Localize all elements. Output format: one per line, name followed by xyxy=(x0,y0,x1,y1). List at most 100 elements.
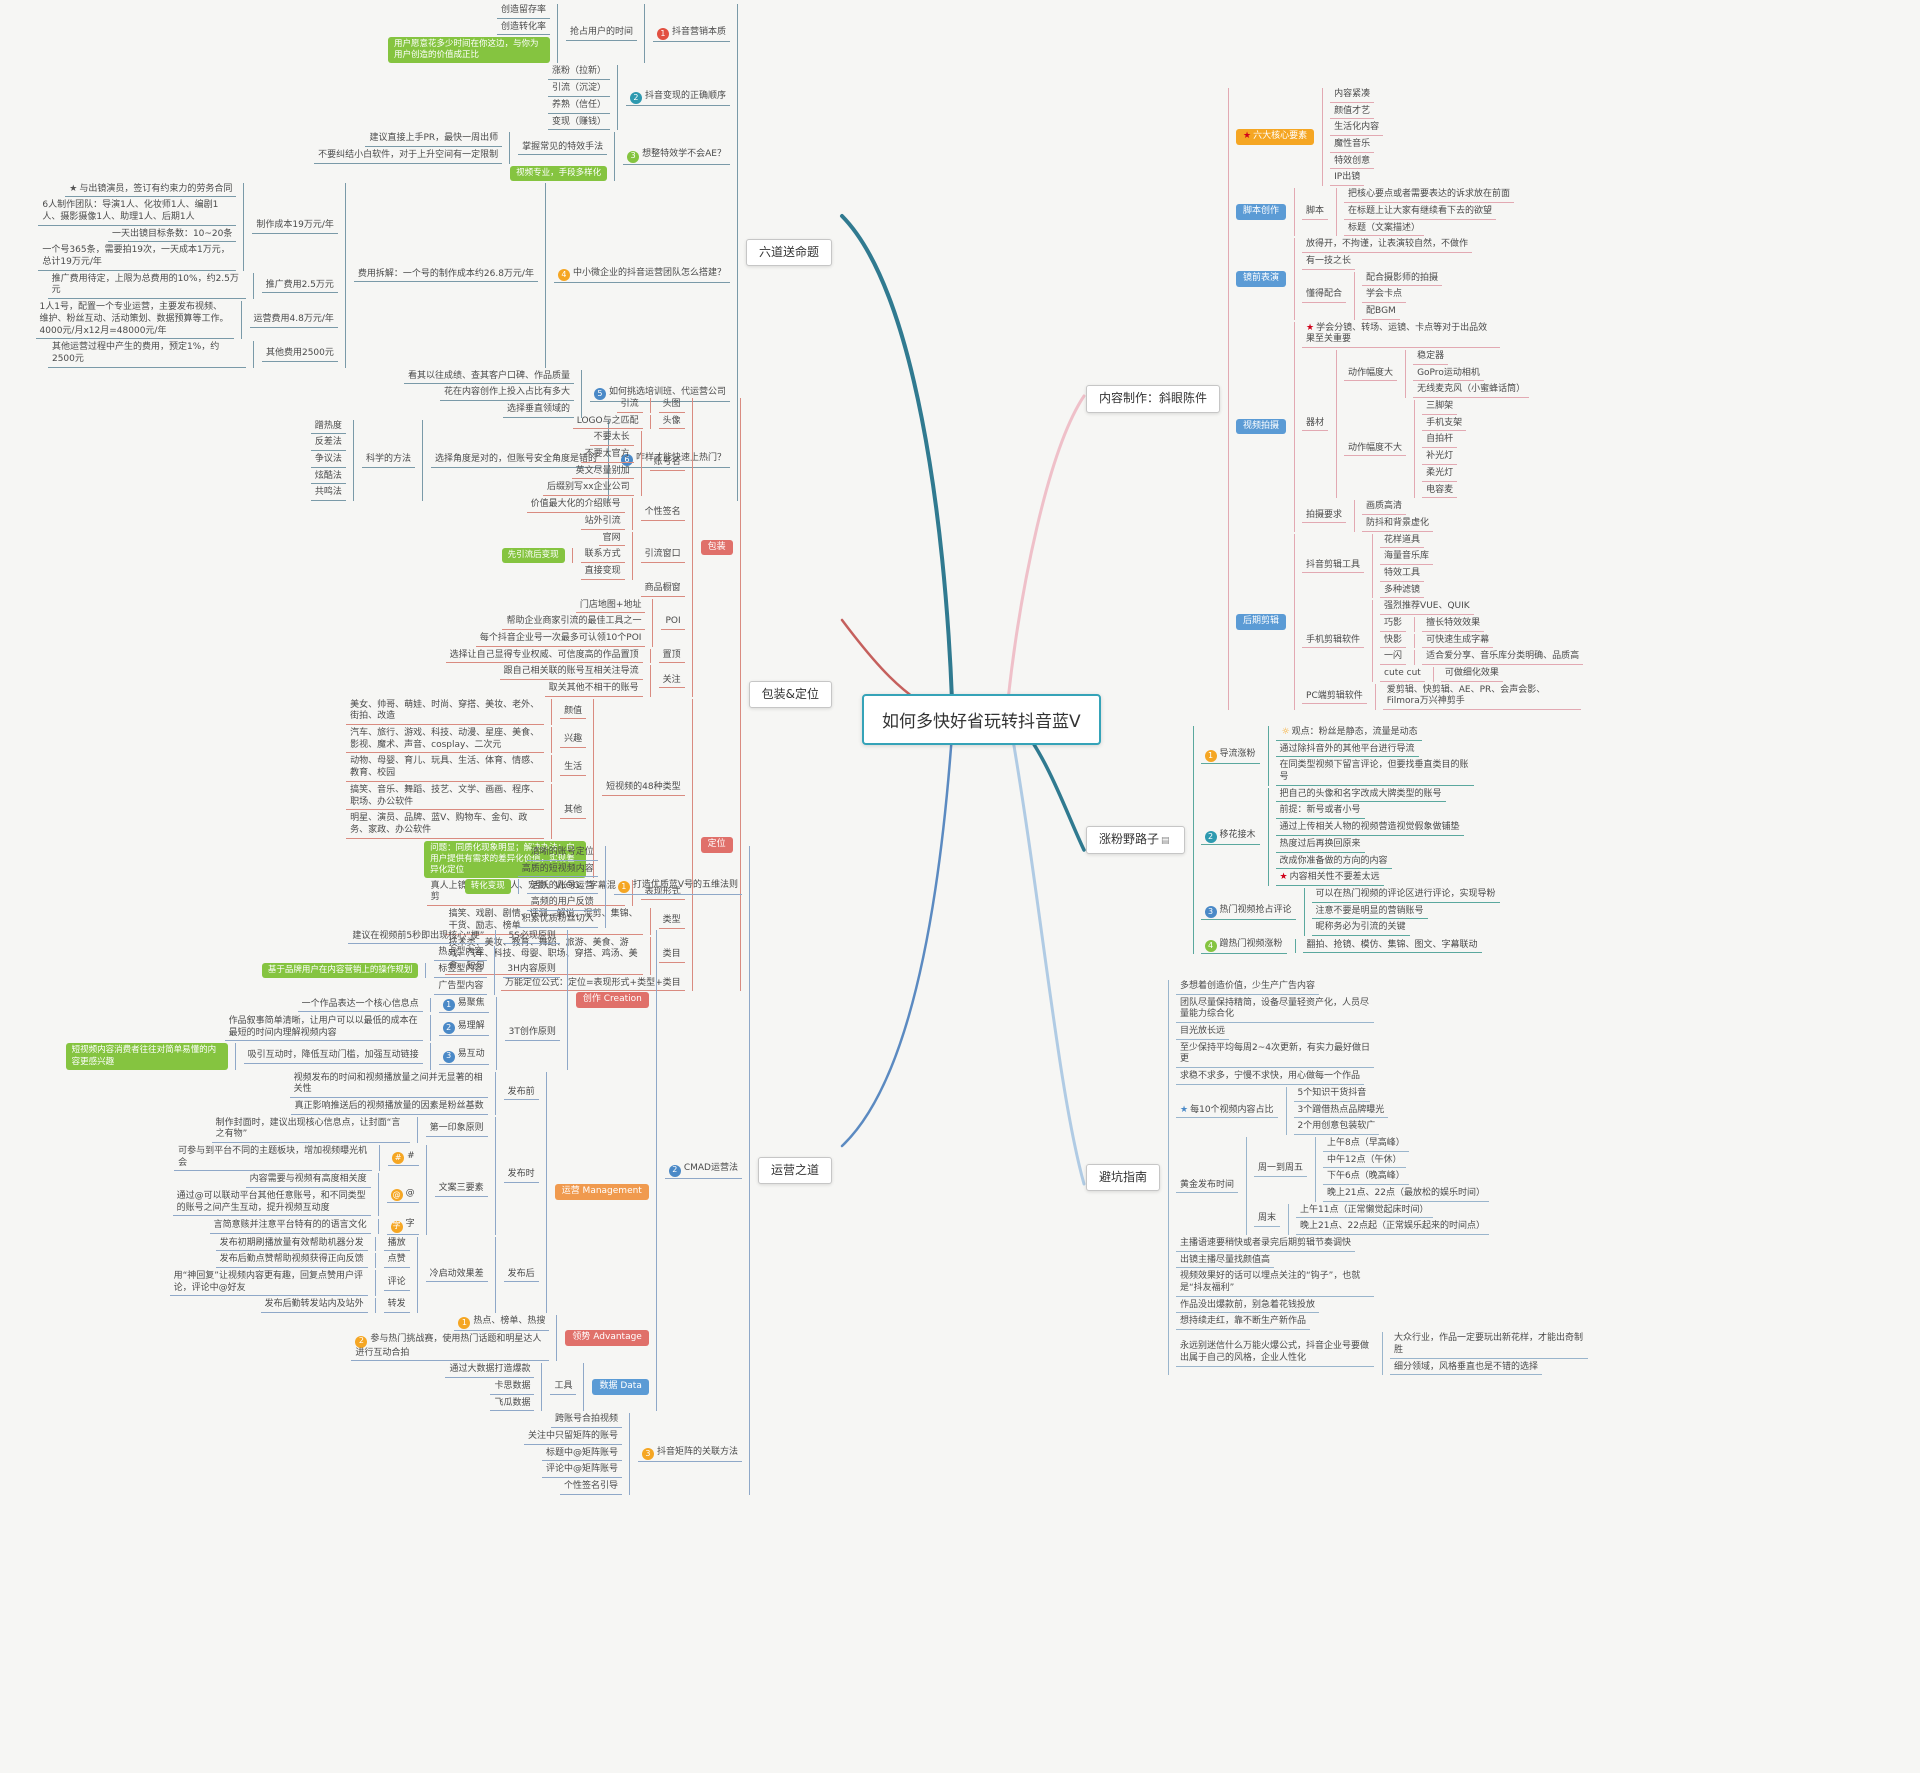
node-label[interactable]: 防抖和背景虚化 xyxy=(1362,517,1434,532)
node-label[interactable]: 飞瓜数据 xyxy=(490,1397,535,1412)
node-label[interactable]: 动作幅度不大 xyxy=(1344,442,1407,457)
node-label[interactable]: 不要太长 xyxy=(589,431,634,447)
node-label[interactable]: 花样道具 xyxy=(1380,534,1425,549)
node-label[interactable]: 把核心要点或者需要表达的诉求放在前面 xyxy=(1344,188,1515,203)
node-label[interactable]: 无线麦克风（小蜜蜂话筒） xyxy=(1413,383,1530,399)
node-label[interactable]: 配合摄影师的拍摄 xyxy=(1362,272,1443,287)
node-label[interactable]: 跨账号合拍视频 xyxy=(550,1413,622,1428)
node-label[interactable]: 直接变现 xyxy=(580,565,625,580)
node-label[interactable]: 主播语速要稍快或者录完后期剪辑节奏调快 xyxy=(1176,1237,1356,1252)
node-label[interactable]: 周末 xyxy=(1254,1212,1281,1227)
node-label[interactable]: cute cut xyxy=(1380,667,1425,682)
node-label[interactable]: 擅长特效效果 xyxy=(1422,617,1485,632)
node-label[interactable]: 类型 xyxy=(658,914,685,929)
node-label[interactable]: 强烈推荐VUE、QUIK xyxy=(1380,600,1474,615)
node-label[interactable]: 转发 xyxy=(383,1298,410,1314)
node-label[interactable]: 团队尽量保持精简，设备尽量轻资产化，人员尽量能力综合化 xyxy=(1176,997,1375,1024)
node-label[interactable]: 器材 xyxy=(1302,417,1329,432)
node-label[interactable]: 注意不要是明显的营销账号 xyxy=(1311,905,1428,920)
node-label[interactable]: 共鸣法 xyxy=(310,486,346,502)
node-label[interactable]: 评论 xyxy=(383,1276,410,1291)
node-label[interactable]: 联系方式 xyxy=(580,548,625,564)
node-label[interactable]: 言简意赅并注意平台特有的的语言文化 xyxy=(209,1219,371,1234)
node-label[interactable]: 下午6点（晚高峰） xyxy=(1323,1170,1409,1185)
node-label[interactable]: 真正影响推送后的视频播放量的因素是粉丝基数 xyxy=(290,1100,488,1115)
node-label[interactable]: 1人1号，配置一个专业运营，主要发布视频、维护、粉丝互动、活动策划、数据预算等工… xyxy=(35,301,234,340)
node-label[interactable]: 引流窗口 xyxy=(640,548,685,564)
node-label[interactable]: 翻拍、抢镜、模仿、集锦、图文、字幕联动 xyxy=(1302,939,1482,954)
node-label[interactable]: 发布后勤点赞帮助视频获得正向反馈 xyxy=(215,1253,368,1269)
node-label[interactable]: 门店地图+地址 xyxy=(575,599,646,614)
node-label[interactable]: 爱剪辑、快剪辑、AE、PR、会声会影、Filmora万兴神剪手 xyxy=(1382,684,1581,711)
node-label[interactable]: 帮助企业商家引流的最佳工具之一 xyxy=(502,615,646,630)
node-label[interactable]: 先引流后变现 xyxy=(501,548,565,564)
node-label[interactable]: 引流（沉淀） xyxy=(547,82,610,97)
node-label[interactable]: 5个知识干货抖音 xyxy=(1293,1087,1371,1102)
node-label[interactable]: 工具 xyxy=(550,1380,577,1395)
node-label[interactable]: 创造转化率 xyxy=(496,21,550,36)
node-label[interactable]: 高频的用户反馈 xyxy=(526,896,598,912)
node-label[interactable]: 可参与到平台不同的主题板块，增加视频曝光机会 xyxy=(174,1145,373,1172)
node-label[interactable]: ★每10个视频内容占比 xyxy=(1176,1104,1278,1119)
node-label[interactable]: 内容紧凑 xyxy=(1330,88,1375,103)
node-label[interactable]: 学会卡点 xyxy=(1362,288,1407,303)
node-label[interactable]: 后期剪辑 xyxy=(1236,614,1287,630)
node-label[interactable]: 特效工具 xyxy=(1380,567,1425,582)
node-label[interactable]: 上午8点（早高峰） xyxy=(1323,1137,1409,1152)
node-label[interactable]: 在同类型视频下留言评论，但要找垂直类目的账号 xyxy=(1275,759,1474,786)
node-label[interactable]: 养熟（信任） xyxy=(547,99,610,114)
node-label[interactable]: 其他费用2500元 xyxy=(261,347,338,362)
node-label[interactable]: ★内容相关性不要差太远 xyxy=(1275,871,1384,886)
node-label[interactable]: 可做细化效果 xyxy=(1440,667,1503,682)
node-label[interactable]: 三脚架 xyxy=(1422,400,1458,415)
node-label[interactable]: 后缀别写xx企业公司 xyxy=(542,481,634,497)
node-label[interactable]: 颜值才艺 xyxy=(1330,105,1375,120)
node-label[interactable]: 改成你准备做的方向的内容 xyxy=(1275,855,1392,870)
node-label[interactable]: 发布前 xyxy=(503,1086,539,1101)
node-label[interactable]: 文案三要素 xyxy=(434,1182,488,1198)
node-label[interactable]: 抢占用户的时间 xyxy=(565,26,637,42)
node-label[interactable]: 类目 xyxy=(658,948,685,963)
branch-root-label[interactable]: 内容制作：斜眼陈件 xyxy=(1086,385,1221,413)
node-label[interactable]: 海量音乐库 xyxy=(1380,550,1434,565)
node-label[interactable]: 建议在视频前5秒即出现核心“梗” xyxy=(348,930,489,945)
node-label[interactable]: 其他运营过程中产生的费用，预定1%，约2500元 xyxy=(47,341,246,368)
node-label[interactable]: 创造留存率 xyxy=(496,4,550,19)
node-label[interactable]: 细分领域，风格垂直也是不错的选择 xyxy=(1390,1361,1543,1376)
central-topic[interactable]: 如何多快好省玩转抖音蓝V xyxy=(862,694,1101,745)
node-label[interactable]: 涨粉（拉新） xyxy=(547,65,610,81)
node-label[interactable]: 魔性音乐 xyxy=(1330,138,1375,153)
node-label[interactable]: 真人上镜、PPT、拟人、宠物、VLOG、字幕混剪 xyxy=(426,880,625,907)
node-label[interactable]: 脚本创作 xyxy=(1236,204,1287,220)
node-label[interactable]: ☼观点：粉丝是静态，流量是动态 xyxy=(1275,726,1422,741)
node-label[interactable]: 标题中@矩阵账号 xyxy=(541,1447,622,1462)
node-label[interactable]: 站外引流 xyxy=(580,515,625,530)
node-label[interactable]: 3个蹭借热点品牌曝光 xyxy=(1293,1104,1389,1119)
node-label[interactable]: 引流 xyxy=(616,398,643,413)
node-label[interactable]: 动物、母婴、育儿、玩具、生活、体育、情感、教育、校园 xyxy=(346,755,545,782)
node-label[interactable]: 个性签名引导 xyxy=(559,1480,622,1495)
node-label[interactable]: 搞笑、戏剧、剧情、评测、解说、混剪、集锦、干货、励志、榜单 xyxy=(444,908,643,935)
node-label[interactable]: 推广费用2.5万元 xyxy=(261,279,338,294)
node-label[interactable]: 想持续走红，靠不断生产新作品 xyxy=(1176,1315,1311,1331)
node-label[interactable]: GoPro运动相机 xyxy=(1413,367,1484,382)
node-label[interactable]: 商品橱窗 xyxy=(640,582,685,597)
node-label[interactable]: 前提：新号或者小号 xyxy=(1275,804,1365,820)
node-label[interactable]: 生活 xyxy=(560,761,587,777)
node-label[interactable]: 抖音剪辑工具 xyxy=(1302,559,1365,574)
node-label[interactable]: 3H内容原则 xyxy=(503,963,560,979)
node-label[interactable]: 把自己的头像和名字改成大牌类型的账号 xyxy=(1275,788,1446,803)
node-label[interactable]: 发布时 xyxy=(503,1168,539,1183)
node-label[interactable]: 作品没出爆款前，别急着花钱投放 xyxy=(1176,1299,1320,1314)
node-label[interactable]: 特效创意 xyxy=(1330,155,1375,170)
node-label[interactable]: 稳定器 xyxy=(1413,350,1449,365)
node-label[interactable]: 点赞 xyxy=(383,1253,410,1269)
node-label[interactable]: 有一技之长 xyxy=(1302,255,1356,270)
